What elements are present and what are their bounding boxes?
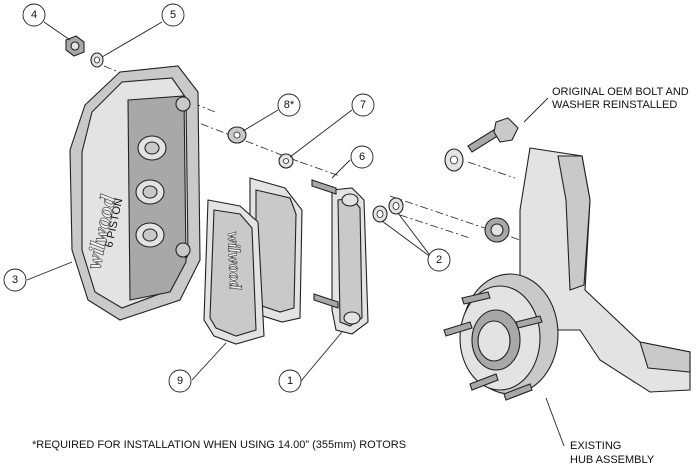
hub-flange [459, 273, 559, 395]
svg-text:3: 3 [12, 274, 18, 286]
oem-bolt-label-line1: ORIGINAL OEM BOLT AND [552, 86, 689, 98]
caliper-washer [90, 52, 104, 68]
callout-1: 1 [278, 369, 302, 393]
oem-bolt-label-line2: WASHER REINSTALLED [552, 99, 677, 111]
callout-4: 4 [22, 3, 46, 27]
callout-8: 8* [277, 93, 301, 117]
mounting-bracket [311, 179, 369, 335]
footnote: *REQUIRED FOR INSTALLATION WHEN USING 14… [32, 439, 406, 451]
svg-text:6: 6 [359, 151, 365, 163]
spacer-washer [227, 126, 247, 144]
hub-label-line1: EXISTING [570, 440, 621, 452]
svg-text:5: 5 [170, 9, 176, 21]
callout-3: 3 [3, 268, 27, 292]
brake-pads: wilwood [203, 177, 303, 345]
caliper: wilwood 6 PISTON [69, 65, 201, 321]
callout-6: 6 [350, 145, 374, 169]
callout-2: 2 [427, 248, 451, 272]
svg-text:7: 7 [360, 99, 366, 111]
wheel-studs [443, 291, 543, 401]
callout-5: 5 [161, 3, 185, 27]
oem-bolt-and-washer [444, 117, 519, 172]
leader-lines [26, 21, 565, 447]
caliper-piston-bores [135, 135, 167, 248]
svg-text:2: 2 [436, 254, 442, 266]
svg-text:4: 4 [31, 9, 37, 21]
hub-label-line2: HUB ASSEMBLY [570, 454, 655, 466]
thin-washer [278, 153, 294, 169]
svg-text:1: 1 [287, 375, 293, 387]
pad-logo: wilwood [224, 231, 245, 290]
svg-text:8*: 8* [284, 99, 295, 111]
caliper-bleeder-bottom [175, 242, 191, 258]
callout-7: 7 [351, 93, 375, 117]
bracket-shims [372, 197, 404, 223]
bracket-bolts [311, 179, 339, 309]
svg-text:9: 9 [177, 375, 183, 387]
caliper-nut [65, 35, 85, 57]
callout-9: 9 [168, 369, 192, 393]
caliper-bleeder-top [175, 96, 191, 112]
spindle-hub-assembly [443, 147, 691, 401]
